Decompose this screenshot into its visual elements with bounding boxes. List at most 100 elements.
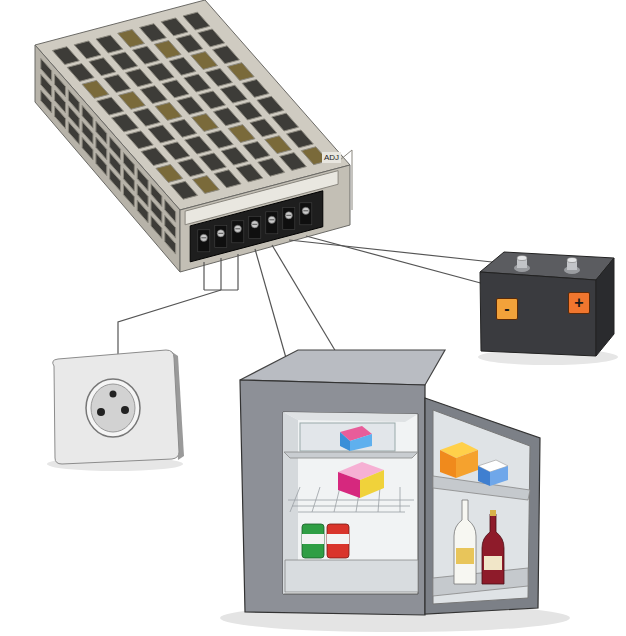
vent-slot [213, 46, 240, 64]
vent-slot [287, 130, 314, 148]
screw-head [234, 225, 241, 232]
screw-head [285, 212, 292, 219]
psu-side-face [35, 45, 180, 272]
vent-slot [96, 153, 107, 176]
vent-slot [68, 122, 79, 145]
wall-socket [53, 350, 184, 464]
door-box [490, 466, 508, 486]
vent-slot [82, 137, 93, 160]
vent-slot [126, 69, 153, 87]
socket-hole [110, 391, 117, 398]
fridge-front [240, 380, 425, 615]
fridge-top [240, 350, 445, 385]
fridge-interior [283, 412, 418, 594]
terminal-label: ADJ [322, 152, 341, 163]
vent-slot [141, 148, 168, 166]
fridge-door [425, 398, 540, 614]
vent-slot [148, 125, 175, 143]
vent-slot [74, 41, 101, 59]
socket-rim [86, 379, 140, 437]
terminal-cell [249, 216, 261, 238]
freezer [300, 423, 395, 451]
vent-slot [89, 58, 116, 76]
screw-slot [218, 233, 223, 234]
vent-slot [192, 114, 219, 132]
wire [272, 245, 336, 352]
terminal-cell [215, 225, 227, 247]
ice-cream-box [340, 432, 350, 451]
vent-slot [243, 141, 270, 159]
shelf-wire [288, 500, 414, 501]
vent-slot [169, 57, 196, 75]
screw-slot [286, 215, 291, 216]
vent-slot [176, 35, 203, 53]
vent-slot [170, 119, 197, 137]
terminal-screw [300, 203, 312, 225]
vent-slot [147, 63, 174, 81]
vent-slot [104, 75, 131, 93]
vent-slot [126, 131, 153, 149]
bottle-cap [490, 510, 496, 516]
vent-slot [55, 106, 66, 129]
vent-slot [280, 153, 307, 171]
vent-slot [227, 63, 254, 81]
vent-slot [140, 86, 167, 104]
vent-slot [206, 68, 233, 86]
vent-slot [199, 91, 226, 109]
vent-slot [96, 35, 123, 53]
screw-head [200, 234, 207, 241]
sign-text: - [504, 301, 509, 317]
vent-slot [221, 147, 248, 165]
battery-terminal-cap [567, 258, 577, 263]
vent-slot [41, 90, 52, 113]
door-bin [433, 568, 528, 596]
shelf-wire [312, 487, 320, 512]
bottle-label [456, 548, 474, 564]
wire [220, 258, 221, 290]
door-box [440, 450, 456, 478]
terminal-cell [266, 212, 278, 234]
crisper [285, 560, 418, 592]
shelf-wire [292, 506, 410, 507]
can [302, 524, 324, 558]
wire [237, 254, 238, 290]
wire [306, 236, 488, 285]
terminal-screw [266, 212, 278, 234]
vent-slot [119, 91, 146, 109]
screw-head [302, 207, 309, 214]
screw-slot [201, 237, 206, 238]
psu-front-face [180, 165, 350, 272]
vent-slot [178, 159, 205, 177]
door-inner [433, 410, 530, 604]
screw-slot [303, 210, 308, 211]
vent-slot [214, 170, 241, 188]
vent-slot [133, 108, 160, 126]
terminal-screw [249, 216, 261, 238]
terminal-block [190, 191, 323, 262]
vent-slot [112, 114, 139, 132]
vent-slot [52, 47, 79, 65]
vent-slot [97, 97, 124, 115]
vent-slot [258, 158, 285, 176]
can-band [302, 534, 324, 544]
wine-bottle [482, 514, 504, 584]
vent-slot [198, 29, 225, 47]
door-box [456, 450, 478, 478]
shelf [284, 452, 418, 458]
terminal-cell [232, 221, 244, 243]
vent-slot [250, 119, 277, 137]
battery-terminal-cap [517, 256, 527, 261]
food-box [338, 472, 360, 498]
shelf-wire [400, 487, 401, 512]
shelf-wire [334, 487, 340, 512]
vent-slot [155, 103, 182, 121]
socket-hole [97, 408, 105, 416]
polarity-sign: + [568, 292, 590, 314]
terminal-screw [215, 225, 227, 247]
terminal-screw [232, 221, 244, 243]
vent-slot [161, 18, 188, 36]
can [327, 524, 349, 558]
bottle [454, 500, 476, 584]
